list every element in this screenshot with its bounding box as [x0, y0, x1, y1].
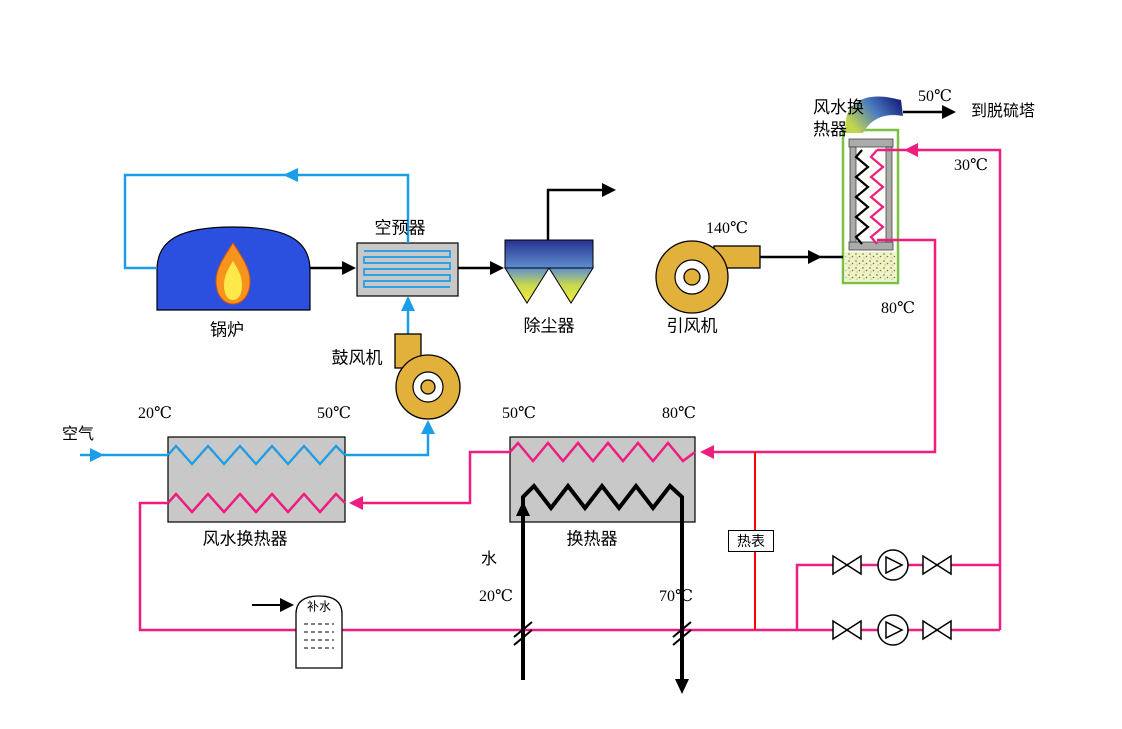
valve-icon: [935, 619, 952, 641]
arrow-icon: [283, 168, 298, 182]
makeup-water-tank: [295, 595, 343, 669]
arrow-icon: [700, 445, 714, 459]
arrow-icon: [808, 250, 822, 264]
label-heat-meter: 热表: [737, 535, 765, 550]
label-main-hx: 换热器: [566, 529, 618, 549]
label-makeup-water: 补水: [306, 599, 332, 614]
temp-hw-supply: 80℃: [881, 300, 915, 318]
main-hx-water-coil: [521, 482, 684, 690]
preheater-coil: [363, 250, 451, 288]
temp-flue-after-fan: 140℃: [706, 220, 748, 238]
hx-water-coil: [869, 149, 885, 245]
valve-icon: [845, 619, 862, 641]
temp-hw-mid-out: 50℃: [502, 405, 536, 423]
hx-flue-coil: [854, 149, 870, 245]
temp-hw-return: 30℃: [954, 157, 988, 175]
pipe-break-marks: [513, 621, 692, 646]
label-water: 水: [480, 551, 498, 569]
arrow-icon: [401, 296, 415, 311]
pump-assembly-bottom: [832, 614, 952, 646]
label-air-inlet: 空气: [62, 426, 95, 443]
arrow-icon: [90, 448, 104, 462]
label-blower: 鼓风机: [331, 348, 383, 368]
pump-rotor-icon: [885, 555, 904, 575]
temp-stack: 50℃: [918, 88, 952, 106]
flame-icon: [215, 242, 251, 305]
right-flue-water-hx: [841, 96, 903, 285]
arrow-icon: [421, 420, 435, 434]
temp-water-out: 70℃: [659, 588, 693, 606]
arrow-icon: [349, 496, 363, 510]
label-induced-draft-fan: 引风机: [666, 316, 718, 336]
label-left-air-water-hx: 风水换热器: [202, 529, 288, 549]
main-hx-hot-coil: [509, 441, 696, 463]
heat-meter: 热表: [728, 530, 774, 552]
valve-icon: [832, 554, 849, 576]
label-boiler: 锅炉: [210, 320, 244, 340]
valve-icon: [845, 554, 862, 576]
label-to-desulf-tower: 到脱硫塔: [970, 103, 1036, 121]
stack-plume: [845, 96, 903, 133]
temp-hw-mid-in: 80℃: [662, 405, 696, 423]
flue-inlet-zone: [845, 252, 896, 281]
pump-assembly-top: [832, 549, 952, 581]
arrow-icon: [280, 598, 294, 612]
boiler: [156, 226, 311, 311]
hx-frame: [848, 138, 894, 251]
arrow-icon: [342, 261, 356, 275]
valve-icon: [922, 619, 939, 641]
arrow-icon: [516, 501, 530, 516]
arrow-icon: [602, 183, 616, 197]
dust-collector: [504, 239, 594, 304]
left-hx-hot-coil: [167, 492, 346, 514]
flow-arrows: [90, 105, 956, 694]
valve-icon: [832, 619, 849, 641]
valve-icon: [922, 554, 939, 576]
induced-draft-fan: [655, 240, 761, 314]
label-right-hx-line2: 热器: [813, 120, 847, 139]
temp-air-out: 50℃: [317, 405, 351, 423]
left-hx-air-coil: [167, 444, 346, 466]
blower-fan: [394, 333, 461, 420]
valve-icon: [935, 554, 952, 576]
label-air-preheater: 空预器: [374, 218, 426, 238]
arrow-icon: [675, 679, 689, 694]
water-level-marks: [304, 623, 334, 649]
temp-air-in: 20℃: [138, 405, 172, 423]
label-right-hx-line1: 风水换: [813, 98, 864, 117]
pump-rotor-icon: [885, 620, 904, 640]
water-lines: [513, 482, 692, 690]
arrow-icon: [942, 105, 956, 119]
arrow-icon: [490, 261, 504, 275]
temp-water-in: 20℃: [479, 588, 513, 606]
label-dust-collector: 除尘器: [523, 316, 575, 336]
arrow-icon: [904, 143, 918, 157]
